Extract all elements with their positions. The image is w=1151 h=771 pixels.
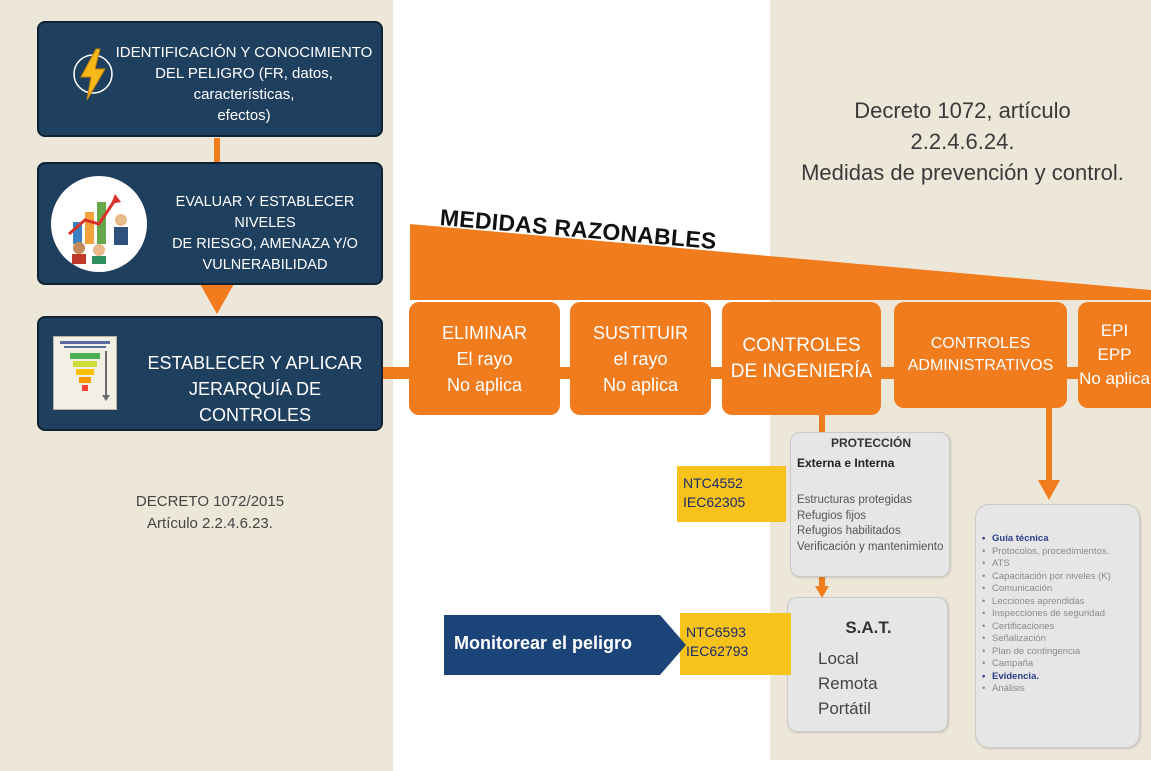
protection-title: PROTECCIÓN: [830, 436, 911, 450]
sat-item-portable: Portátil: [818, 699, 871, 718]
admin-controls-list: Guía técnica Protocolos, procedimientos.…: [980, 533, 1111, 696]
admin-item: Campaña: [980, 658, 1111, 671]
admin-item: ATS: [980, 558, 1111, 571]
admin-item: Certificaciones: [980, 621, 1111, 634]
tag2-line1: NTC6593: [686, 624, 746, 640]
control-administrative-line2: ADMINISTRATIVOS: [907, 357, 1054, 374]
protection-item: Verificación y mantenimiento: [797, 540, 944, 553]
protection-item: Estructuras protegidas: [797, 494, 913, 506]
admin-item: Inspecciones de seguridad: [980, 608, 1111, 621]
sat-box: S.A.T. Local Remota Portátil: [787, 597, 948, 732]
box3-line2: JERARQUÍA DE CONTROLES: [188, 379, 322, 425]
protection-box: PROTECCIÓN Externa e Interna Estructuras…: [790, 432, 950, 577]
tag2-line2: IEC62793: [686, 643, 749, 659]
control-engineering: CONTROLES DE INGENIERÍA: [722, 302, 881, 415]
sat-item-remote: Remota: [818, 674, 878, 693]
control-substitute-line1: SUSTITUIR: [592, 322, 688, 343]
box1-line2: DEL PELIGRO (FR, datos, características,: [155, 65, 333, 103]
admin-item: Lecciones aprendidas: [980, 596, 1111, 609]
box2-line1: EVALUAR Y ESTABLECER NIVELES: [175, 194, 355, 231]
protection-items: Estructuras protegidas Refugios fijos Re…: [797, 493, 943, 555]
box1-line3: efectos): [217, 107, 271, 124]
protection-subtitle: Externa e Interna: [797, 456, 895, 470]
tag1-line2: IEC62305: [683, 494, 746, 510]
identify-hazard-box: IDENTIFICACIÓN Y CONOCIMIENTO DEL PELIGR…: [37, 21, 383, 137]
monitor-arrow-shape: [444, 615, 686, 675]
evaluate-risk-box: EVALUAR Y ESTABLECER NIVELES DE RIESGO, …: [37, 162, 383, 285]
protection-item: Refugios habilitados: [797, 525, 901, 537]
admin-item: Evidencia.: [980, 671, 1111, 684]
standard-tag-protection: NTC4552 IEC62305: [677, 466, 786, 522]
right-decree-line3: Medidas de prevención y control.: [801, 160, 1124, 185]
connector-engineering-protection: [819, 414, 825, 432]
control-pyramid-icon: [53, 336, 117, 410]
sat-title: S.A.T.: [845, 618, 892, 637]
admin-item: Análisis: [980, 683, 1111, 696]
tag1-line1: NTC4552: [683, 475, 743, 491]
control-ppe-line2: EPP: [1097, 345, 1132, 364]
admin-controls-box: Guía técnica Protocolos, procedimientos.…: [975, 504, 1140, 748]
admin-item: Comunicación: [980, 583, 1111, 596]
right-decree-line1: Decreto 1072, artículo: [854, 98, 1071, 123]
box2-line3: VULNERABILIDAD: [202, 257, 328, 273]
connector-box1-box2: [214, 138, 220, 164]
arrow-down-box2-box3: [200, 284, 234, 314]
right-decree-text: Decreto 1072, artículo 2.2.4.6.24. Medid…: [790, 95, 1135, 188]
control-administrative: CONTROLES ADMINISTRATIVOS: [894, 302, 1067, 408]
left-decree-text: DECRETO 1072/2015 Artículo 2.2.4.6.23.: [100, 491, 320, 535]
control-eliminate-line3: No aplica: [446, 374, 523, 395]
box1-line1: IDENTIFICACIÓN Y CONOCIMIENTO: [115, 44, 373, 61]
control-ppe-line1: EPI: [1100, 321, 1129, 340]
left-decree-line1: DECRETO 1072/2015: [135, 493, 285, 510]
arrow-admin-list: [1038, 408, 1060, 500]
control-engineering-line1: CONTROLES: [742, 334, 861, 356]
control-ppe-line3: No aplica: [1079, 369, 1150, 388]
hierarchy-controls-box: ESTABLECER Y APLICAR JERARQUÍA DE CONTRO…: [37, 316, 383, 431]
control-ppe: EPI EPP No aplica: [1078, 302, 1151, 408]
control-eliminate: ELIMINAR El rayo No aplica: [409, 302, 560, 415]
sat-items: Local Remota Portátil: [818, 646, 878, 721]
admin-item: Plan de contingencia: [980, 646, 1111, 659]
lightning-icon: [73, 43, 113, 105]
sat-item-local: Local: [818, 649, 859, 668]
admin-item: Capacitación por niveles (K): [980, 571, 1111, 584]
standard-tag-monitoring: NTC6593 IEC62793: [680, 613, 791, 675]
arrow-protection-sat: [815, 572, 829, 598]
risk-evaluation-icon: [51, 176, 147, 272]
control-engineering-line2: DE INGENIERÍA: [730, 360, 873, 382]
control-eliminate-line2: El rayo: [456, 348, 513, 369]
control-substitute-line2: el rayo: [613, 348, 668, 369]
right-decree-line2: 2.2.4.6.24.: [910, 129, 1015, 154]
protection-item: Refugios fijos: [797, 509, 867, 522]
box2-line2: DE RIESGO, AMENAZA Y/O: [172, 236, 358, 252]
control-administrative-line1: CONTROLES: [930, 335, 1031, 352]
reasonable-measures-wedge: [410, 224, 1151, 300]
admin-item: Protocolos, procedimientos.: [980, 546, 1111, 559]
monitor-hazard-label: Monitorear el peligro: [454, 633, 633, 653]
admin-item: Señalización: [980, 633, 1111, 646]
box3-line1: ESTABLECER Y APLICAR: [147, 353, 363, 373]
control-substitute: SUSTITUIR el rayo No aplica: [570, 302, 711, 415]
admin-item: Guía técnica: [980, 533, 1111, 546]
control-eliminate-line1: ELIMINAR: [441, 322, 528, 343]
control-substitute-line3: No aplica: [602, 374, 679, 395]
left-decree-line2: Artículo 2.2.4.6.23.: [147, 515, 273, 532]
